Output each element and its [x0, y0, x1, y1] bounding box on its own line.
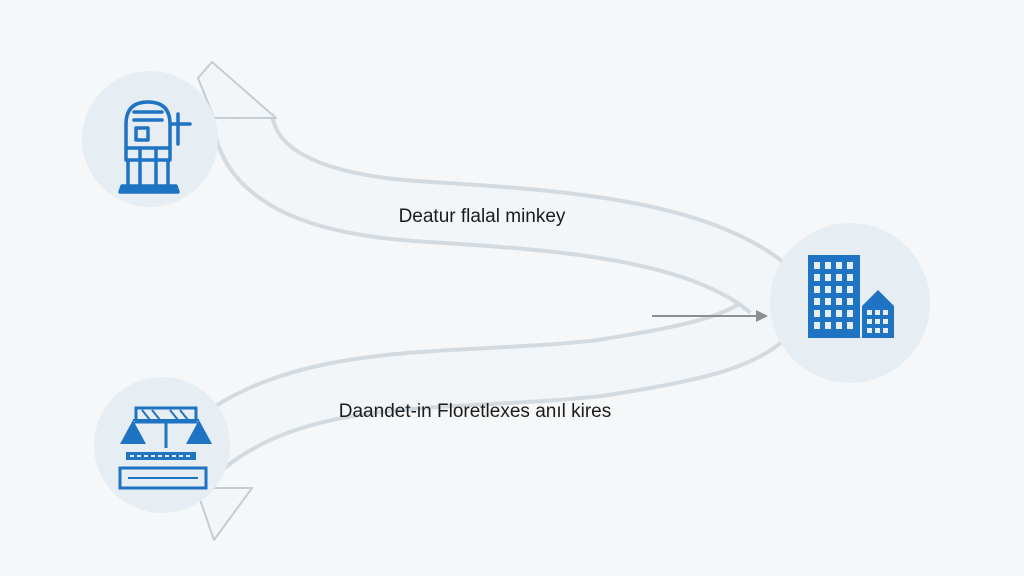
building-window [836, 298, 842, 305]
building-window [836, 274, 842, 281]
building-window [814, 310, 820, 317]
building-window [836, 310, 842, 317]
building-window [867, 310, 872, 315]
building-window [847, 298, 853, 305]
building-window [847, 286, 853, 293]
scale-icon [118, 406, 212, 490]
lower-path-label: Daandet-in Floretlexes anıl kires [339, 401, 611, 422]
building-window [814, 274, 820, 281]
building-window [883, 310, 888, 315]
building-window [814, 322, 820, 329]
building-window [825, 298, 831, 305]
node-top-left [82, 71, 218, 207]
building-window [836, 262, 842, 269]
building-window [875, 319, 880, 324]
building-window [867, 319, 872, 324]
building-window [825, 262, 831, 269]
building-windows [814, 262, 888, 333]
building-window [836, 322, 842, 329]
building-window [836, 286, 842, 293]
building-window [847, 274, 853, 281]
building-window [814, 298, 820, 305]
building-window [825, 322, 831, 329]
building-window [883, 319, 888, 324]
building-window [883, 328, 888, 333]
building-window [875, 328, 880, 333]
building-window [825, 310, 831, 317]
ribbon-upper [214, 112, 789, 312]
building-window [825, 286, 831, 293]
building-window [814, 262, 820, 269]
building-window [847, 310, 853, 317]
machine-icon [118, 100, 192, 194]
arrow-to-building [652, 310, 768, 322]
building-window [814, 286, 820, 293]
building-window [875, 310, 880, 315]
building-window [847, 262, 853, 269]
node-right [770, 223, 930, 383]
building-window [847, 322, 853, 329]
upper-path-label: Deatur flalal minkey [399, 206, 566, 227]
ribbon-tail-bottom [195, 487, 253, 541]
building-window [867, 328, 872, 333]
node-bottom-left [94, 377, 230, 513]
building-window [825, 274, 831, 281]
ribbon-lower [174, 274, 806, 478]
